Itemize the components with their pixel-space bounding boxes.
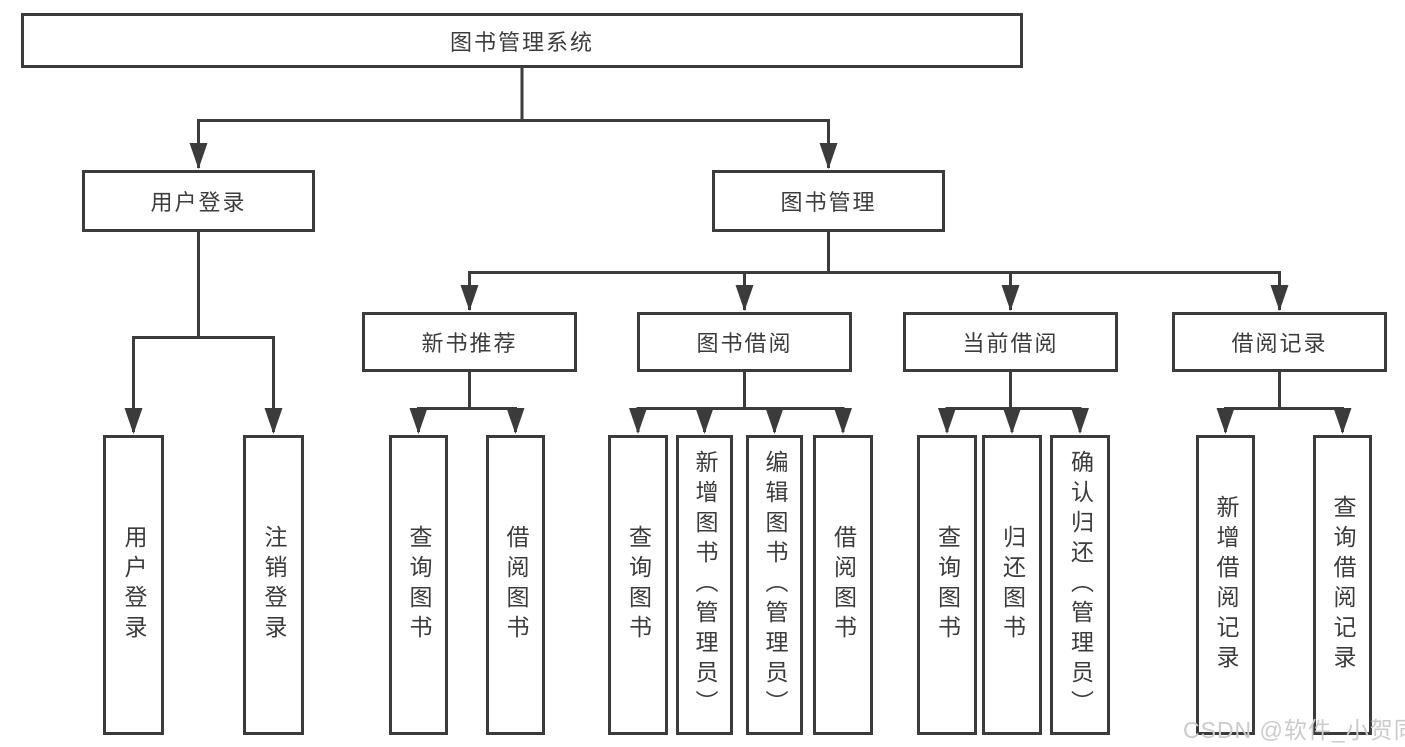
node-label: 借阅记录 [1231,331,1328,356]
node-user-login: 用户登录 [82,170,315,232]
node-label: 图书管理 [780,190,877,215]
node-label: 新增图书（管理员） [692,450,718,720]
node-label: 查询借阅记录 [1330,495,1356,675]
node-leaf-borrow-book-recommend: 借阅图书 [486,435,545,735]
node-leaf-user-login: 用户登录 [103,435,164,735]
node-label: 图书借阅 [696,331,793,356]
node-label: 确认归还（管理员） [1067,450,1094,720]
node-label: 注销登录 [261,525,287,645]
node-label: 查询图书 [406,525,432,645]
node-leaf-query-borrow-record: 查询借阅记录 [1313,435,1372,735]
node-leaf-logout: 注销登录 [243,435,304,735]
node-library-management-system: 图书管理系统 [21,13,1023,68]
node-leaf-return-book: 归还图书 [982,435,1042,735]
node-label: 图书管理系统 [449,29,594,55]
node-new-book-recommend: 新书推荐 [362,312,577,372]
node-current-borrow: 当前借阅 [903,312,1118,372]
node-leaf-confirm-return-admin: 确认归还（管理员） [1050,435,1110,735]
node-label: 编辑图书（管理员） [762,450,788,720]
node-label: 用户登录 [150,190,247,215]
node-label: 当前借阅 [962,331,1059,356]
node-leaf-query-book-borrow: 查询图书 [608,435,668,735]
csdn-watermark: CSDN @软件_小贺同学 [1183,717,1405,743]
node-label: 归还图书 [999,525,1026,645]
node-leaf-add-borrow-record: 新增借阅记录 [1196,435,1255,735]
node-leaf-borrow-book: 借阅图书 [813,435,873,735]
node-label: 查询图书 [625,525,652,645]
node-label: 新书推荐 [421,331,518,356]
node-borrow-records: 借阅记录 [1172,312,1387,372]
node-label: 借阅图书 [830,525,857,645]
node-leaf-query-book-current: 查询图书 [917,435,977,735]
node-label: 新增借阅记录 [1213,495,1239,675]
node-leaf-edit-book-admin: 编辑图书（管理员） [746,435,803,735]
node-book-management: 图书管理 [712,170,945,232]
node-label: 查询图书 [934,525,961,645]
node-label: 用户登录 [121,525,147,645]
node-leaf-add-book-admin: 新增图书（管理员） [676,435,733,735]
node-leaf-query-book-recommend: 查询图书 [389,435,448,735]
node-book-borrow: 图书借阅 [637,312,852,372]
node-label: 借阅图书 [503,525,529,645]
